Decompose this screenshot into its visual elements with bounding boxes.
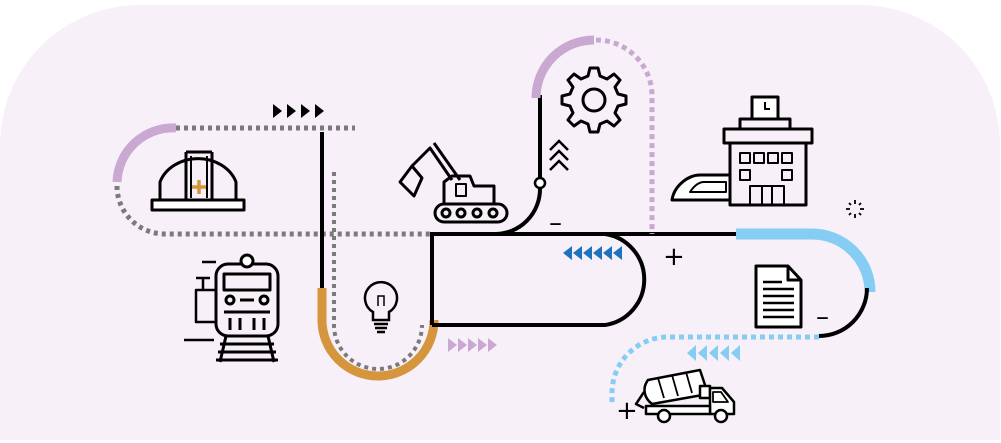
dotted-loop-left-lower bbox=[114, 185, 432, 237]
dotted-blue-return bbox=[609, 334, 819, 405]
steam-train-icon bbox=[184, 253, 280, 363]
junction-dot bbox=[533, 176, 547, 190]
black-right-descent bbox=[818, 287, 869, 338]
dotted-lilac-descent bbox=[595, 37, 655, 234]
lightblue-arrows bbox=[687, 345, 740, 361]
gear-icon bbox=[560, 66, 628, 134]
plus-label-bottom: + bbox=[616, 396, 638, 426]
dotted-u-inner bbox=[332, 172, 424, 371]
lilac-arc-left bbox=[112, 123, 177, 183]
sparkle-icon bbox=[846, 200, 864, 218]
plus-label-mid: + bbox=[663, 242, 685, 272]
minus-label-top: – bbox=[549, 208, 562, 238]
light-bulb-icon bbox=[363, 280, 399, 334]
orange-u-curve bbox=[317, 288, 439, 381]
document-icon bbox=[754, 264, 803, 329]
hard-hat-icon bbox=[150, 150, 246, 212]
main-black-loop bbox=[430, 232, 647, 327]
line-up-to-gear bbox=[494, 95, 542, 236]
excavator-icon bbox=[398, 142, 509, 224]
minus-label-right: – bbox=[816, 302, 829, 332]
lilac-arc-top bbox=[531, 35, 595, 99]
cement-mixer-truck-icon bbox=[634, 368, 736, 424]
blue-arrows-center bbox=[563, 246, 622, 260]
blue-thick-arc bbox=[736, 228, 876, 293]
up-chevrons-icon bbox=[549, 139, 569, 171]
high-speed-train-icon bbox=[670, 173, 732, 202]
